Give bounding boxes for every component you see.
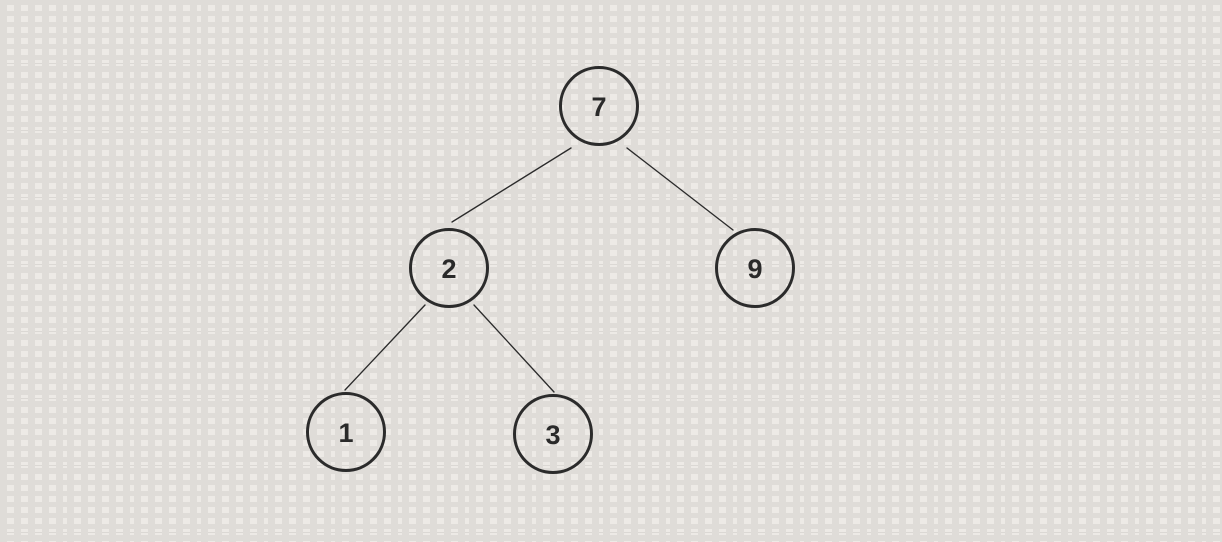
tree-edge-n2-n1[interactable] [344,304,426,391]
tree-node-7[interactable]: 7 [559,66,639,146]
node-circle-9[interactable] [715,228,795,308]
tree-edge-n7-n9[interactable] [626,147,734,231]
node-circle-7[interactable] [559,66,639,146]
tree-nodes-layer: 7 2 9 1 3 [306,66,795,474]
node-label-7: 7 [591,92,606,122]
node-label-3: 3 [545,420,560,450]
node-circle-1[interactable] [306,392,386,472]
node-circle-3[interactable] [513,394,593,474]
tree-node-9[interactable]: 9 [715,228,795,308]
tree-edge-n7-n2[interactable] [451,147,572,223]
node-label-9: 9 [747,254,762,284]
tree-edges-layer [344,147,734,393]
tree-node-2[interactable]: 2 [409,228,489,308]
node-label-2: 2 [441,254,456,284]
tree-node-3[interactable]: 3 [513,394,593,474]
tree-edge-n2-n3[interactable] [473,304,555,393]
node-circle-2[interactable] [409,228,489,308]
node-label-1: 1 [338,418,353,448]
tree-node-1[interactable]: 1 [306,392,386,472]
